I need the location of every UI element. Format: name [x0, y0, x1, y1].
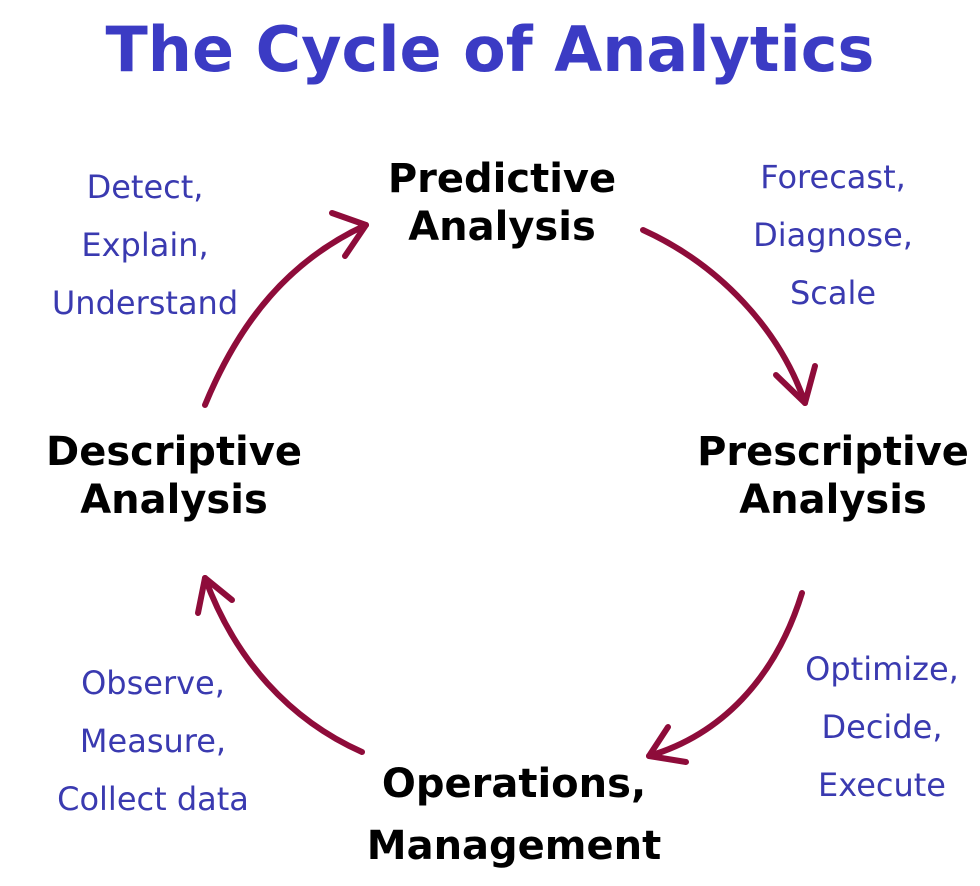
- verbs-bottom-right: Optimize, Decide, Execute: [790, 640, 974, 814]
- stage-prescriptive-line1: Prescriptive: [697, 429, 969, 475]
- stage-prescriptive-analysis: Prescriptive Analysis: [690, 428, 976, 524]
- verb-item: Explain,: [81, 226, 209, 264]
- stage-operations-line2: Management: [366, 823, 662, 869]
- verb-item: Detect,: [86, 168, 204, 206]
- verb-item: Measure,: [79, 722, 227, 760]
- verb-item: Execute: [818, 766, 946, 804]
- verb-item: Forecast,: [760, 158, 906, 196]
- stage-operations-management: Operations, Management: [352, 753, 676, 877]
- verb-item: Diagnose,: [753, 216, 913, 254]
- verb-item: Observe,: [81, 664, 225, 702]
- arrow-predictive-to-prescriptive: [640, 227, 818, 406]
- stage-descriptive-analysis: Descriptive Analysis: [36, 428, 312, 524]
- verb-item: Understand: [51, 284, 239, 322]
- verb-item: Scale: [789, 274, 877, 312]
- stage-descriptive-line1: Descriptive: [46, 429, 302, 475]
- verbs-bottom-left: Observe, Measure, Collect data: [40, 654, 266, 828]
- arrow-operations-to-descriptive: [195, 575, 365, 755]
- stage-predictive-analysis: Predictive Analysis: [362, 155, 642, 251]
- stage-predictive-line2: Analysis: [408, 204, 596, 250]
- verbs-top-right: Forecast, Diagnose, Scale: [730, 148, 936, 322]
- arrow-prescriptive-to-operations: [646, 590, 805, 765]
- verbs-top-left: Detect, Explain, Understand: [40, 158, 250, 332]
- verb-item: Optimize,: [805, 650, 959, 688]
- stage-predictive-line1: Predictive: [387, 156, 617, 202]
- diagram-title: The Cycle of Analytics: [105, 13, 875, 86]
- verb-item: Collect data: [57, 780, 249, 818]
- stage-operations-line1: Operations,: [381, 761, 647, 807]
- arrow-descriptive-to-predictive: [202, 210, 369, 408]
- stage-prescriptive-line2: Analysis: [739, 477, 927, 523]
- stage-descriptive-line2: Analysis: [80, 477, 268, 523]
- verb-item: Decide,: [821, 708, 943, 746]
